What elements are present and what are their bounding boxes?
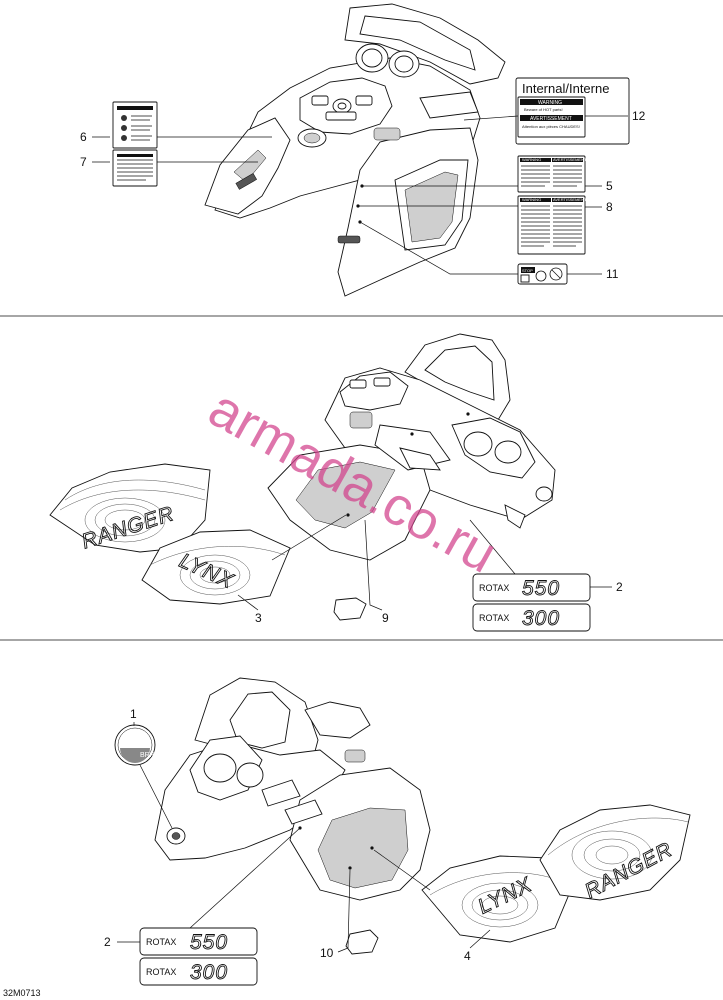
decal-11-text: STOP: [522, 268, 533, 273]
callout-8: 8: [606, 200, 613, 214]
body-front-view: [154, 677, 431, 901]
part-10-emblem: [345, 929, 379, 955]
callout-5: 5: [606, 179, 613, 193]
callout-2-upper: 2: [616, 580, 623, 594]
drawing-code: 32M0713: [3, 988, 41, 998]
rotax-lower-550-brand: ROTAX: [146, 937, 176, 947]
decal-6: [112, 101, 158, 149]
callout-6: 6: [80, 130, 87, 144]
decal-5-right: AVERTISSEMENT: [553, 157, 587, 162]
label-12-title: Internal/Interne: [522, 81, 609, 96]
decal-3: LYNX: [141, 529, 291, 605]
rotax-decals-lower: ROTAX 550 ROTAX 300: [139, 927, 258, 986]
callout-2-lower: 2: [104, 935, 111, 949]
callout-4: 4: [464, 949, 471, 963]
decal-5: WARNING AVERTISSEMENT: [517, 155, 587, 193]
decal-ranger-right: RANGER: [539, 804, 691, 904]
decal-5-left: WARNING: [522, 157, 541, 162]
decal-ranger-left: RANGER: [49, 463, 211, 554]
decal-8: WARNING AVERTISSEMENT: [517, 195, 587, 255]
body-rear-view: [204, 3, 506, 297]
callout-3: 3: [255, 611, 262, 625]
callout-12: 12: [632, 109, 646, 123]
rotax-lower-550-model: 550: [190, 931, 228, 954]
decal-4: LYNX: [421, 855, 576, 943]
decal-11: STOP: [517, 263, 568, 285]
rotax-decals-upper: ROTAX 550 ROTAX 300: [472, 573, 591, 632]
badge-1-brp: BRP: [114, 724, 156, 766]
callout-7: 7: [80, 155, 87, 169]
rotax-upper-550-model: 550: [522, 577, 560, 600]
rotax-lower-300-model: 300: [190, 961, 228, 984]
callout-9: 9: [382, 611, 389, 625]
decal-8-right: AVERTISSEMENT: [553, 197, 587, 202]
rotax-lower-300-brand: ROTAX: [146, 967, 176, 977]
decal-7: [112, 149, 158, 187]
body-side-view: [267, 333, 556, 561]
label-12-avertissement: AVERTISSEMENT: [530, 116, 572, 122]
label-12-warning-text: Beware of HOT parts!: [524, 107, 563, 112]
badge-1-text: BRP: [140, 752, 155, 759]
label-12-avertissement-text: Attention aux pièces CHAUDES!: [522, 124, 580, 129]
label-12-warning: WARNING: [538, 100, 562, 106]
rotax-upper-300-model: 300: [522, 607, 560, 630]
callout-1: 1: [130, 707, 137, 721]
label-12-box: Internal/Interne WARNING Beware of HOT p…: [515, 77, 630, 145]
callout-11: 11: [606, 267, 619, 281]
callout-10: 10: [320, 946, 334, 960]
part-9-emblem: [333, 597, 367, 621]
rotax-upper-550-brand: ROTAX: [479, 583, 509, 593]
decal-8-left: WARNING: [522, 197, 541, 202]
rotax-upper-300-brand: ROTAX: [479, 613, 509, 623]
